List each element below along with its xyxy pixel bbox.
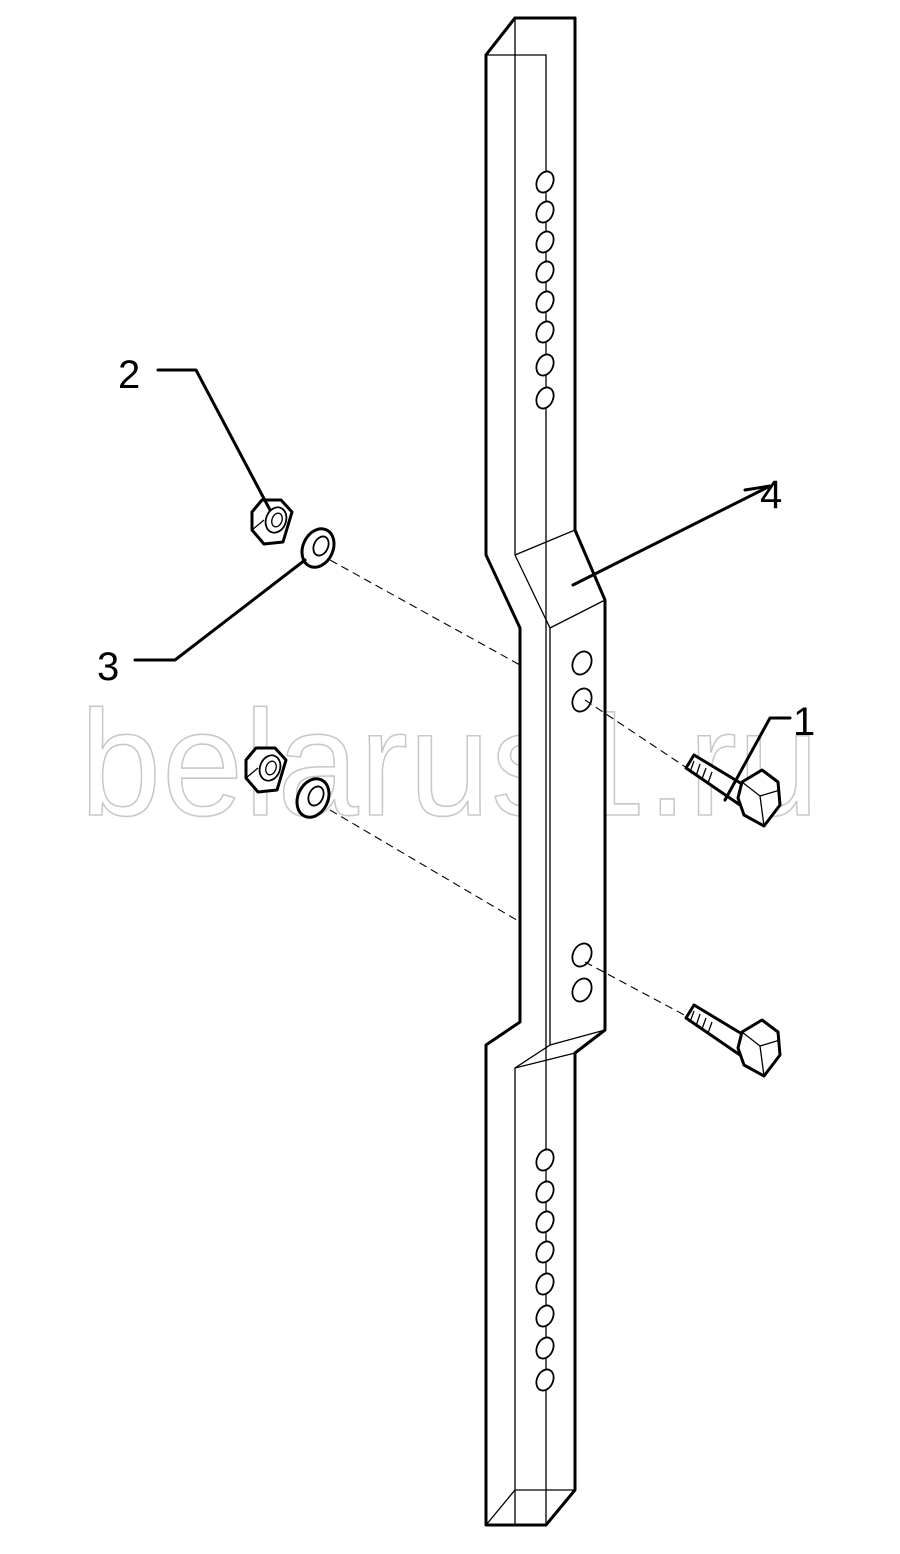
bar-crease-bottom <box>514 1052 576 1069</box>
bar-front-edge <box>486 54 547 1525</box>
hole <box>535 1272 555 1296</box>
leader-1 <box>723 716 792 802</box>
assembly-line-upper-left <box>329 559 521 666</box>
hole <box>535 1304 555 1328</box>
hole <box>535 1336 555 1360</box>
callout-3: 3 <box>97 645 119 689</box>
hole <box>535 1240 555 1264</box>
hole <box>535 1180 555 1204</box>
hole <box>535 290 555 314</box>
washer-lower <box>295 777 331 819</box>
hole <box>535 1148 555 1172</box>
hole <box>535 230 555 254</box>
hole <box>535 320 555 344</box>
callout-1: 1 <box>793 700 815 744</box>
bar-crease-lower <box>549 1029 606 1046</box>
bar-bottom-edge <box>485 1489 516 1526</box>
hole <box>571 942 593 968</box>
assembly-line-lower-left <box>329 809 521 923</box>
bolt-upper <box>684 753 782 828</box>
bolt-lower <box>684 1003 782 1078</box>
nut-lower <box>244 746 288 794</box>
hole <box>535 170 555 194</box>
bar-part <box>484 16 607 1527</box>
hole <box>571 650 593 676</box>
bar-lower-holes <box>535 1148 555 1392</box>
assembly-line-upper-right <box>584 699 691 771</box>
hole <box>571 977 593 1003</box>
hole <box>535 260 555 284</box>
leader-3 <box>133 558 307 662</box>
leader-4 <box>571 484 772 587</box>
hole <box>535 1368 555 1392</box>
bar-crease-mid <box>549 599 606 629</box>
washer-upper <box>300 527 336 569</box>
hole <box>535 386 555 410</box>
assembly-line-lower-right <box>584 961 691 1019</box>
bar-edge-line <box>514 18 551 1525</box>
callout-2: 2 <box>118 353 140 397</box>
leader-2 <box>156 368 272 512</box>
hole <box>535 200 555 224</box>
callout-4: 4 <box>760 473 782 517</box>
nut-upper <box>250 498 294 546</box>
hole <box>535 1210 555 1234</box>
bar-crease-upper <box>514 529 576 556</box>
hole <box>535 353 555 377</box>
bar-upper-holes <box>535 170 555 410</box>
